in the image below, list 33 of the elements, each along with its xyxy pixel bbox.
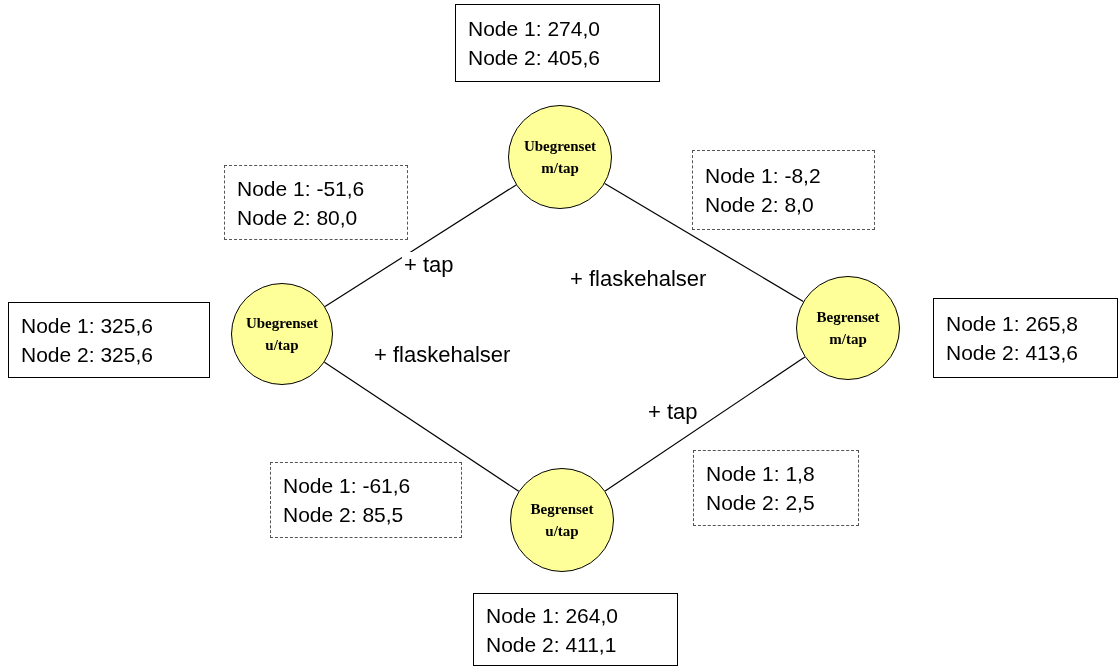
value-text: Node 1: -8,2 bbox=[705, 163, 822, 189]
connector-line bbox=[604, 356, 806, 492]
value-box bbox=[455, 4, 660, 82]
state-name: Ubegrenset u/tap bbox=[244, 314, 320, 355]
state-name: Ubegrenset m/tap bbox=[522, 137, 598, 178]
state-name: Begrenset m/tap bbox=[815, 308, 881, 349]
value-text: Node 1: 325,6 bbox=[21, 313, 154, 339]
value-text: Node 1: 274,0 bbox=[468, 16, 601, 42]
value-box bbox=[933, 298, 1118, 378]
difference-box bbox=[692, 150, 875, 230]
difference-box bbox=[224, 165, 408, 240]
value-text: Node 2: 8,0 bbox=[705, 192, 815, 218]
value-text: Node 1: 264,0 bbox=[486, 602, 619, 629]
value-text: Node 1: -51,6 bbox=[237, 175, 366, 202]
value-text: Node 2: 85,5 bbox=[283, 502, 405, 528]
value-text: Node 2: 80,0 bbox=[237, 204, 359, 231]
value-text: Node 2: 405,6 bbox=[468, 45, 601, 71]
connector-line bbox=[323, 361, 520, 492]
connector-line bbox=[604, 182, 804, 303]
value-box bbox=[8, 302, 210, 378]
value-text: Node 2: 413,6 bbox=[946, 340, 1079, 366]
value-text: Node 1: 265,8 bbox=[946, 311, 1079, 337]
state-name: Begrenset u/tap bbox=[529, 500, 595, 541]
value-text: Node 2: 2,5 bbox=[706, 490, 816, 516]
value-text: Node 2: 411,1 bbox=[486, 631, 618, 658]
connector-line bbox=[324, 184, 517, 308]
value-text: Node 2: 325,6 bbox=[21, 342, 154, 368]
value-text: Node 1: 1,8 bbox=[706, 461, 816, 487]
value-text: Node 1: -61,6 bbox=[283, 473, 412, 499]
difference-box bbox=[270, 462, 462, 538]
difference-box bbox=[693, 450, 859, 526]
value-box bbox=[473, 593, 678, 666]
edge-label: + tap bbox=[402, 252, 456, 278]
